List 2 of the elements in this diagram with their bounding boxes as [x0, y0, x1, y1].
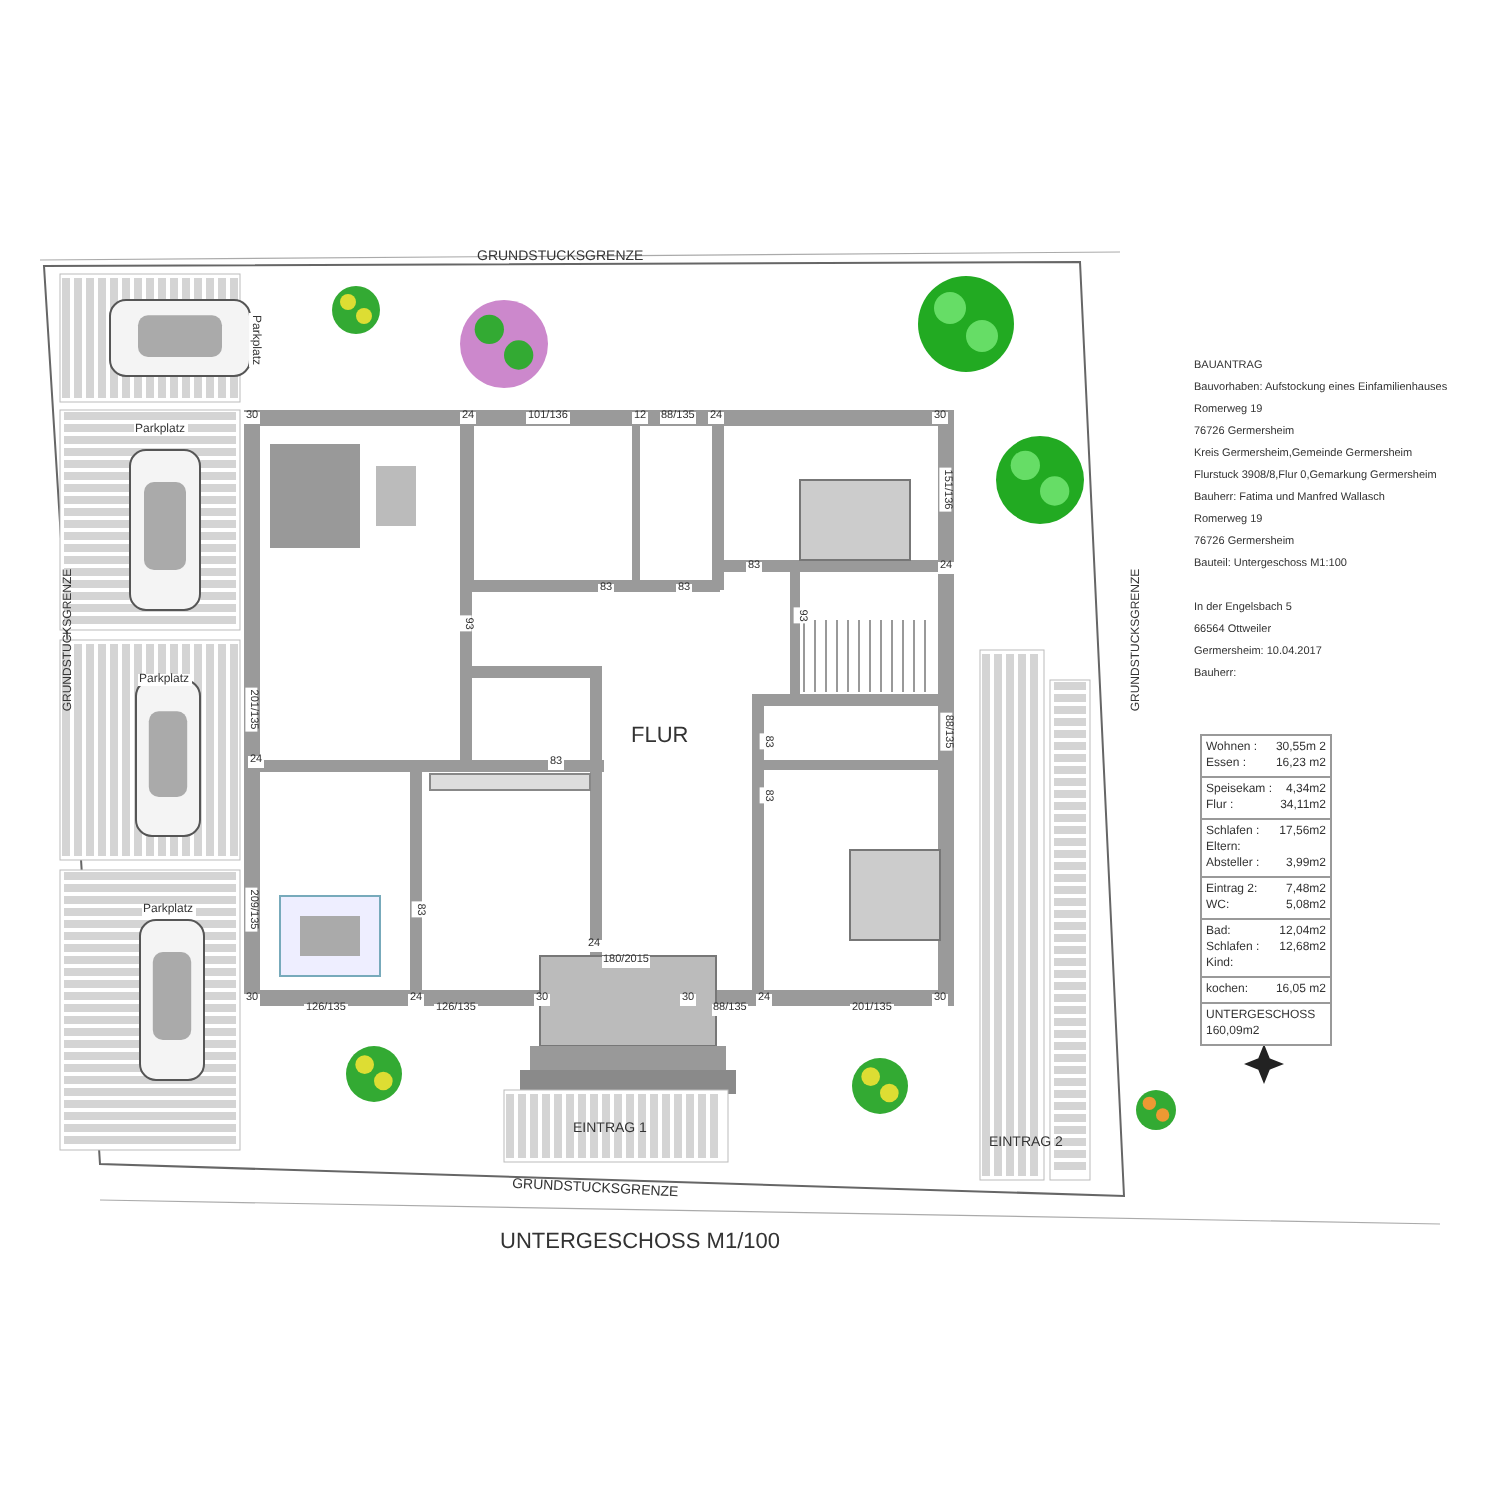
caption: UNTERGESCHOSS M1/100 [500, 1232, 780, 1254]
room-label: FLUR [631, 725, 689, 747]
